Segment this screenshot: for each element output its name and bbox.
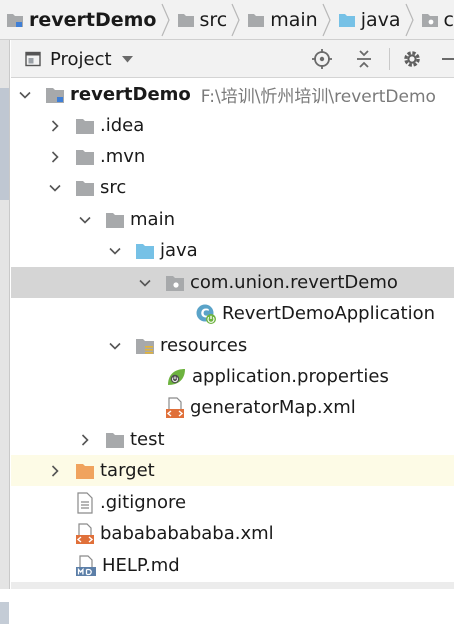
toolbar-separator <box>389 48 390 70</box>
chevron-right-icon <box>404 3 414 36</box>
folder-icon <box>76 118 94 134</box>
source-folder-icon <box>338 13 355 27</box>
module-folder-icon <box>46 87 64 103</box>
spring-boot-class-icon: C <box>196 304 216 324</box>
breadcrumb-label: src <box>199 8 228 31</box>
tool-window-stripe <box>0 40 10 624</box>
dropdown-icon <box>121 55 133 62</box>
chevron-right-icon[interactable] <box>47 463 63 479</box>
breadcrumb-label: revertDemo <box>29 8 157 31</box>
tree-row-gitignore[interactable]: .gitignore <box>11 487 454 518</box>
package-icon <box>166 275 184 291</box>
breadcrumb-com[interactable]: com <box>415 0 454 39</box>
breadcrumb-label: main <box>270 8 318 31</box>
tree-row-label: .gitignore <box>100 492 187 513</box>
breadcrumb-label: java <box>360 8 401 31</box>
project-view-selector[interactable]: Project <box>25 40 133 78</box>
folder-icon <box>76 149 94 165</box>
tree-row-application-properties[interactable]: application.properties <box>11 361 454 392</box>
locate-icon[interactable] <box>311 48 333 70</box>
tree-row-java[interactable]: java <box>11 235 454 266</box>
tree-row-mvn[interactable]: .mvn <box>11 141 454 172</box>
folder-icon <box>106 432 124 448</box>
folder-icon <box>248 13 265 27</box>
tree-row-src[interactable]: src <box>11 172 454 203</box>
chevron-right-icon[interactable] <box>47 149 63 165</box>
folder-icon <box>76 180 94 196</box>
tree-row-label: .mvn <box>100 146 146 167</box>
chevron-down-icon[interactable] <box>137 275 153 291</box>
settings-gear-icon[interactable] <box>401 48 423 70</box>
chevron-right-icon[interactable] <box>47 118 63 134</box>
markdown-file-icon <box>76 554 96 576</box>
chevron-down-icon[interactable] <box>47 180 63 196</box>
chevron-right-icon <box>231 3 240 36</box>
breadcrumb-revertdemo[interactable]: revertDemo <box>0 0 161 39</box>
excluded-folder-icon <box>76 463 94 479</box>
tree-row-label: generatorMap.xml <box>190 397 356 418</box>
chevron-right-icon <box>322 3 331 36</box>
tree-row-label: babababababa.xml <box>100 523 274 544</box>
resources-folder-icon <box>136 338 154 354</box>
source-folder-icon <box>136 243 154 259</box>
folder-icon <box>106 212 124 228</box>
collapse-all-icon[interactable] <box>353 48 375 70</box>
tree-row-help-md[interactable]: HELP.md <box>11 550 454 581</box>
navigation-bar: revertDemo src main java com <box>0 0 454 40</box>
tree-row-resources[interactable]: resources <box>11 330 454 361</box>
folder-icon <box>177 13 194 27</box>
xml-file-icon <box>76 522 94 544</box>
tree-row-label: test <box>130 429 165 450</box>
breadcrumb-java[interactable]: java <box>332 0 405 39</box>
text-file-icon <box>77 491 93 514</box>
tree-row-babababababa-xml[interactable]: babababababa.xml <box>11 518 454 549</box>
tree-row-label: resources <box>160 335 248 356</box>
project-tree: revertDemo F:\培训\忻州培训\revertDemo .idea .… <box>11 78 454 589</box>
project-view-icon <box>25 51 41 67</box>
tree-row-label: target <box>100 460 155 481</box>
svg-text:C: C <box>201 306 210 320</box>
chevron-down-icon[interactable] <box>107 243 123 259</box>
tree-row-revertdemo[interactable]: revertDemo F:\培训\忻州培训\revertDemo <box>11 79 454 110</box>
breadcrumb-main[interactable]: main <box>241 0 321 39</box>
chevron-down-icon[interactable] <box>17 87 33 103</box>
package-icon <box>421 13 438 27</box>
tree-row-main[interactable]: main <box>11 204 454 235</box>
tree-row-application-class[interactable]: C RevertDemoApplication <box>11 298 454 329</box>
chevron-right-icon <box>160 3 170 36</box>
tree-row-label: revertDemo <box>70 84 191 105</box>
tree-row-generatormap-xml[interactable]: generatorMap.xml <box>11 392 454 423</box>
tree-row-label: application.properties <box>192 366 389 387</box>
tree-row-label: src <box>100 177 127 198</box>
structure-tool-window-tab[interactable] <box>0 602 9 624</box>
tree-row-label: java <box>160 240 198 261</box>
tree-row-label: main <box>130 209 175 230</box>
tree-row-label: RevertDemoApplication <box>222 303 436 324</box>
tree-row-idea[interactable]: .idea <box>11 110 454 141</box>
tree-row-label: .idea <box>100 115 145 136</box>
breadcrumb-src[interactable]: src <box>171 0 232 39</box>
chevron-down-icon[interactable] <box>107 338 123 354</box>
tree-row-target[interactable]: target <box>11 455 454 486</box>
panel-title: Project <box>50 48 112 70</box>
horizontal-scrollbar[interactable] <box>11 582 454 589</box>
tree-row-package[interactable]: com.union.revertDemo <box>11 267 454 298</box>
xml-file-icon <box>166 396 184 418</box>
module-folder-icon <box>7 13 23 27</box>
project-path: F:\培训\忻州培训\revertDemo <box>200 87 436 107</box>
minimize-icon[interactable] <box>441 48 454 70</box>
chevron-down-icon[interactable] <box>77 212 93 228</box>
breadcrumb-label: com <box>443 8 454 31</box>
spring-properties-icon <box>168 368 185 385</box>
tree-row-label: com.union.revertDemo <box>190 272 398 293</box>
chevron-right-icon[interactable] <box>77 432 93 448</box>
project-panel-header: Project <box>11 40 454 78</box>
tree-row-test[interactable]: test <box>11 424 454 455</box>
tree-row-label: HELP.md <box>102 555 180 576</box>
project-tool-window-tab[interactable] <box>0 88 9 200</box>
